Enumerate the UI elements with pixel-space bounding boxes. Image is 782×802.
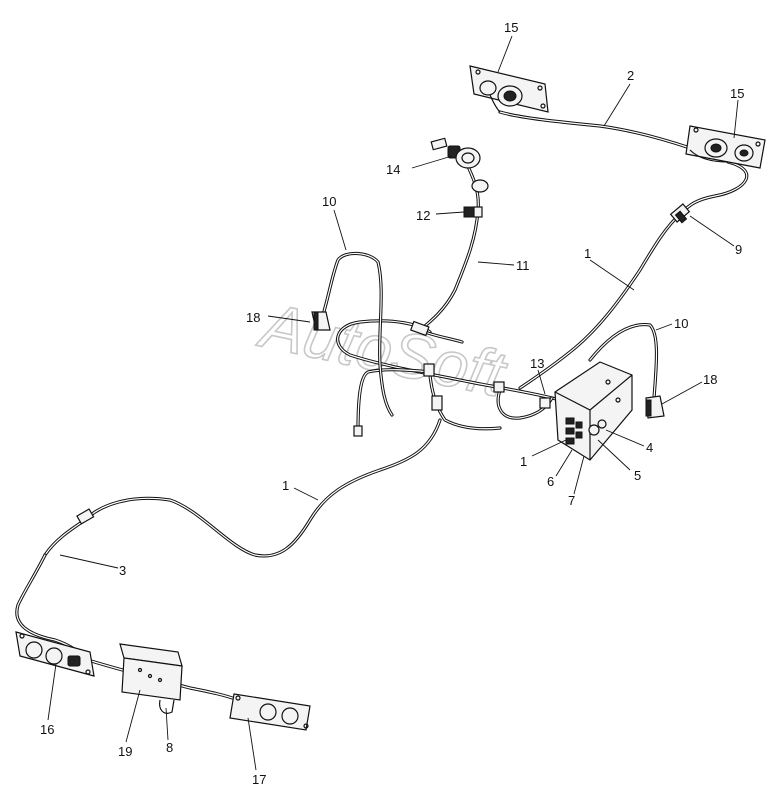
callout-10-right: 10 <box>674 316 688 331</box>
callout-8: 8 <box>166 740 173 755</box>
callout-11: 11 <box>516 258 530 273</box>
connector-lower <box>76 508 95 525</box>
panel-15-right <box>685 125 766 169</box>
callout-5: 5 <box>634 468 641 483</box>
harness-2 <box>498 110 692 150</box>
callout-7: 7 <box>568 493 575 508</box>
switch-14 <box>430 137 481 169</box>
callout-17: 17 <box>252 772 266 787</box>
leader-lines <box>47 35 739 771</box>
connector-11 <box>410 320 430 337</box>
callout-9: 9 <box>735 242 742 257</box>
harness-1-lower <box>43 418 442 558</box>
callout-19: 19 <box>118 744 132 759</box>
callout-18-right: 18 <box>703 372 717 387</box>
callout-15-right: 15 <box>730 86 744 101</box>
panel-16 <box>15 631 95 677</box>
pendant-connector <box>353 425 363 437</box>
callout-4: 4 <box>646 440 653 455</box>
callout-10-left: 10 <box>322 194 336 209</box>
panel-17 <box>229 693 311 731</box>
harness-10-right <box>588 322 659 400</box>
callout-1-upper: 1 <box>584 246 591 261</box>
sensor-12 <box>463 179 489 218</box>
junction-box <box>554 361 633 461</box>
callout-16: 16 <box>40 722 54 737</box>
callout-14: 14 <box>386 162 400 177</box>
callout-labels: 15 2 15 14 12 10 11 1 9 18 10 13 18 4 1 … <box>40 20 744 787</box>
harness-1-upper <box>518 160 749 390</box>
callout-18-left: 18 <box>246 310 260 325</box>
callout-1-box: 1 <box>520 454 527 469</box>
bracket-19 <box>119 643 183 714</box>
harness-11 <box>418 156 480 344</box>
callout-1-lower: 1 <box>282 478 289 493</box>
callout-13: 13 <box>530 356 544 371</box>
connector-9 <box>669 203 691 224</box>
callout-15-left: 15 <box>504 20 518 35</box>
callout-2: 2 <box>627 68 634 83</box>
harness-10-left <box>320 251 394 417</box>
callout-3: 3 <box>119 563 126 578</box>
callout-12: 12 <box>416 208 430 223</box>
callout-6: 6 <box>547 474 554 489</box>
panel-15-left <box>469 65 549 113</box>
connector-18-left <box>311 311 331 331</box>
connector-18-right <box>645 395 665 419</box>
central-fittings <box>423 363 551 411</box>
